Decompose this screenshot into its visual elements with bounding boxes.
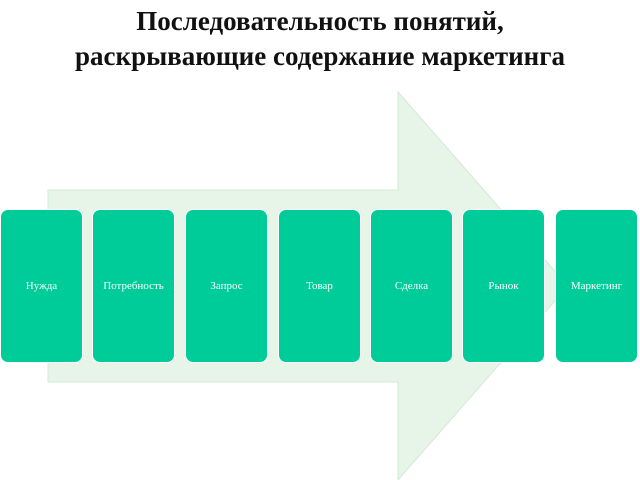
step-label: Сделка [394,280,429,292]
step-label: Потребность [103,280,164,292]
step-box-demand-need: Потребность [92,209,175,363]
step-box-market: Рынок [462,209,545,363]
step-label: Товар [306,280,333,292]
title-line-1: Последовательность понятий, [136,6,504,36]
step-box-product: Товар [278,209,361,363]
step-label: Рынок [488,280,519,292]
slide-title: Последовательность понятий, раскрывающие… [0,4,640,74]
step-label: Запрос [210,280,243,292]
step-label: Маркетинг [570,280,623,292]
step-box-marketing: Маркетинг [555,209,638,363]
step-box-request: Запрос [185,209,268,363]
step-label: Нужда [25,280,58,292]
step-box-deal: Сделка [370,209,453,363]
step-box-need: Нужда [0,209,83,363]
title-line-2: раскрывающие содержание маркетинга [75,41,565,71]
